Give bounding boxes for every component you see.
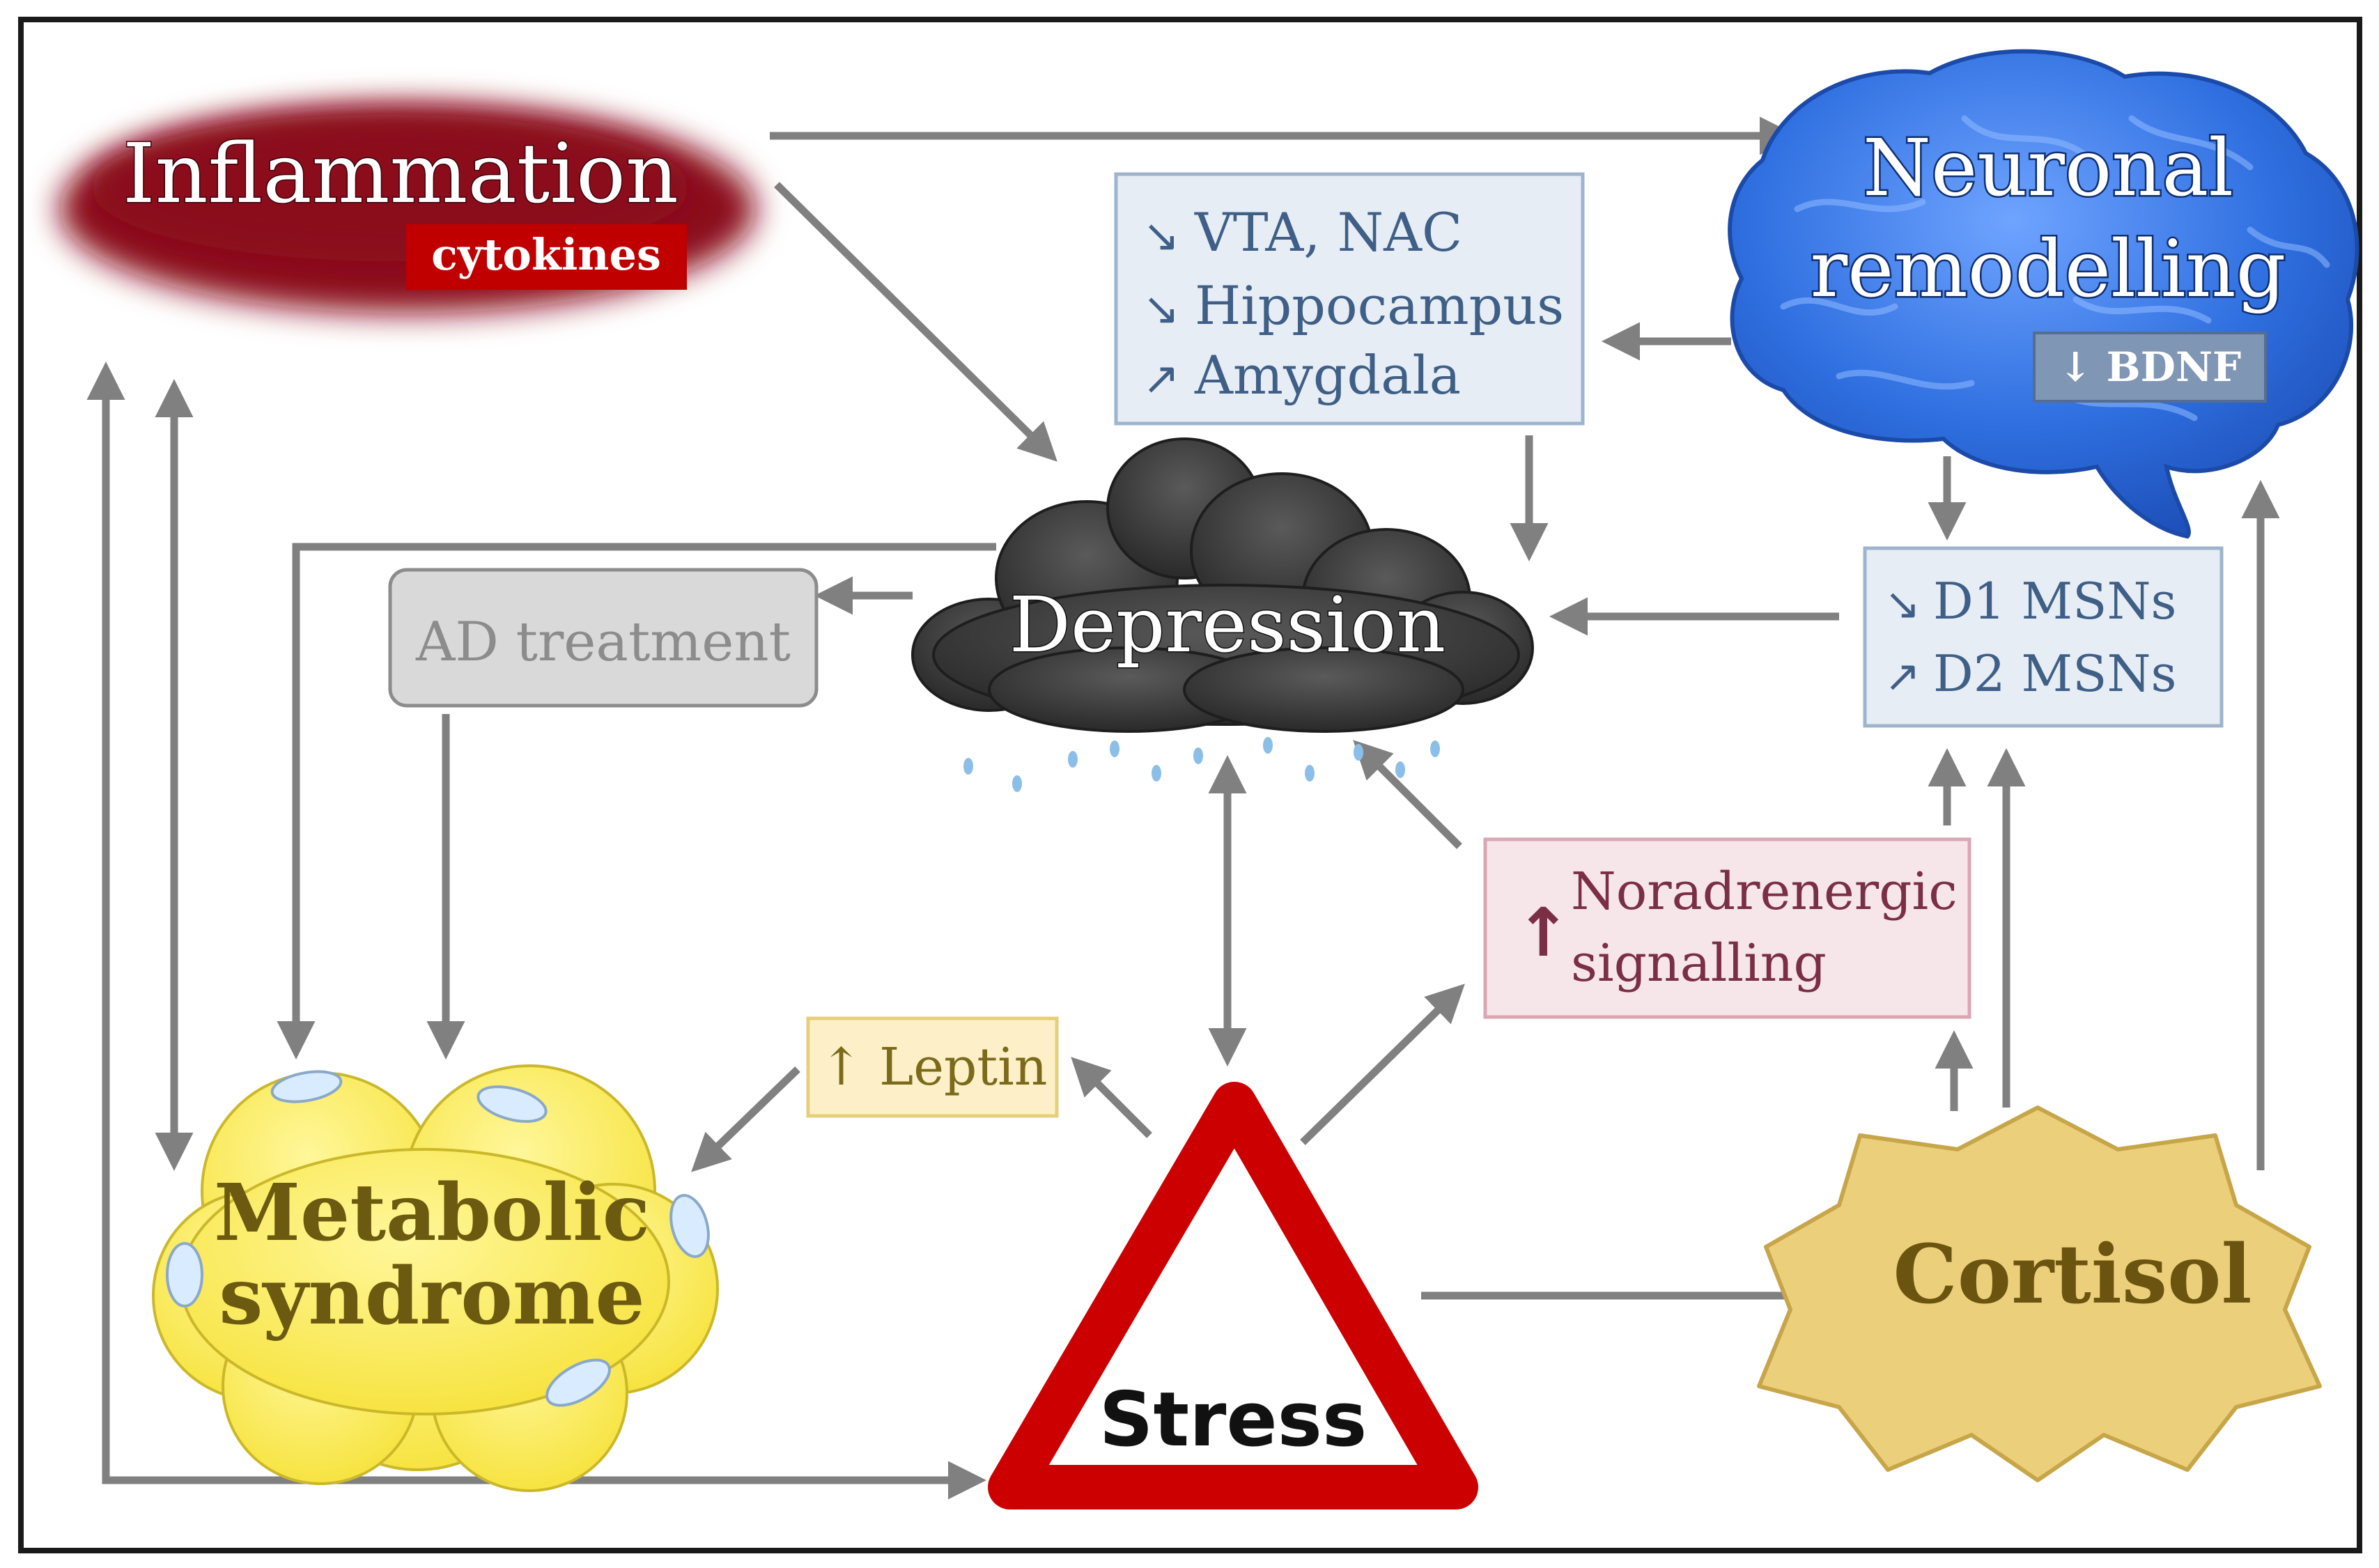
neuronal-node: Neuronal remodelling ↓ BDNF: [1728, 49, 2359, 539]
metabolic-line2: syndrome: [219, 1251, 644, 1342]
inflammation-title: Inflammation: [123, 125, 679, 222]
fat-cells-icon: [152, 1064, 719, 1492]
region-label-1: Hippocampus: [1195, 274, 1564, 336]
rain-drops: [963, 737, 1440, 792]
cytokines-label: cytokines: [431, 229, 661, 280]
cortisol-badge-icon: [1757, 1105, 2322, 1482]
bdnf-tag: [2033, 332, 2267, 403]
arrow-stress-to-inflammation: [86, 362, 986, 1500]
outer-frame: [18, 17, 2362, 1553]
warning-triangle-icon: [988, 1082, 1478, 1509]
region-arrow-1: ↘: [1142, 284, 1180, 335]
arrow-stress-to-leptin: [1071, 1057, 1152, 1138]
arrows: [86, 116, 2280, 1500]
inflammation-node: Inflammation cytokines: [59, 104, 756, 313]
arrow-leptin-to-metabolic: [691, 1066, 800, 1172]
msn-label-1: D2 MSNs: [1933, 644, 2176, 703]
depression-node: Depression: [911, 437, 1534, 792]
brain-icon: [1728, 49, 2359, 539]
region-label-2: Amygdala: [1194, 344, 1461, 406]
metabolic-node: Metabolic syndrome: [152, 1064, 719, 1492]
msn-label-0: D1 MSNs: [1933, 572, 2176, 630]
msn-arrow-1: ↗: [1884, 651, 1921, 701]
storm-cloud-icon: [911, 437, 1534, 733]
cytokines-tag: [406, 224, 687, 290]
fat-droplets: [166, 1070, 710, 1407]
noradrenergic-node: ↑ Noradrenergic signalling: [1483, 837, 1971, 1019]
cortisol-label: Cortisol: [1893, 1227, 2252, 1322]
arrow-stress-to-noradrenergic: [1300, 984, 1465, 1145]
leptin-node: ↑ Leptin: [806, 1016, 1059, 1118]
arrow-noradrenergic-to-depression: [1353, 740, 1462, 849]
noradrenergic-line1: Noradrenergic: [1571, 862, 1958, 922]
brain-regions-box: ↘ VTA, NAC ↘ Hippocampus ↗ Amygdala: [1114, 172, 1585, 426]
noradrenergic-arrow: ↑: [1515, 894, 1571, 972]
metabolic-line1: Metabolic: [214, 1167, 650, 1259]
cortisol-node: Cortisol: [1757, 1105, 2322, 1482]
bdnf-label: ↓ BDNF: [2059, 343, 2241, 391]
stress-node: Stress: [988, 1082, 1478, 1509]
neuronal-title-line1: Neuronal: [1863, 123, 2233, 214]
msns-box: ↘ D1 MSNs ↗ D2 MSNs: [1863, 546, 2224, 728]
msn-arrow-0: ↘: [1884, 578, 1921, 629]
ad-treatment-node: AD treatment: [388, 568, 819, 708]
stress-label: Stress: [1099, 1376, 1367, 1464]
neuronal-title-line2: remodelling: [1811, 224, 2286, 315]
leptin-label: ↑ Leptin: [820, 1037, 1048, 1097]
region-label-0: VTA, NAC: [1194, 201, 1462, 263]
arrow-inflammation-to-depression: [774, 182, 1057, 462]
noradrenergic-line2: signalling: [1571, 933, 1827, 993]
region-arrow-0: ↘: [1142, 210, 1180, 262]
depression-label: Depression: [1009, 580, 1446, 669]
ad-treatment-label: AD treatment: [415, 611, 791, 674]
region-arrow-2: ↗: [1142, 353, 1180, 405]
